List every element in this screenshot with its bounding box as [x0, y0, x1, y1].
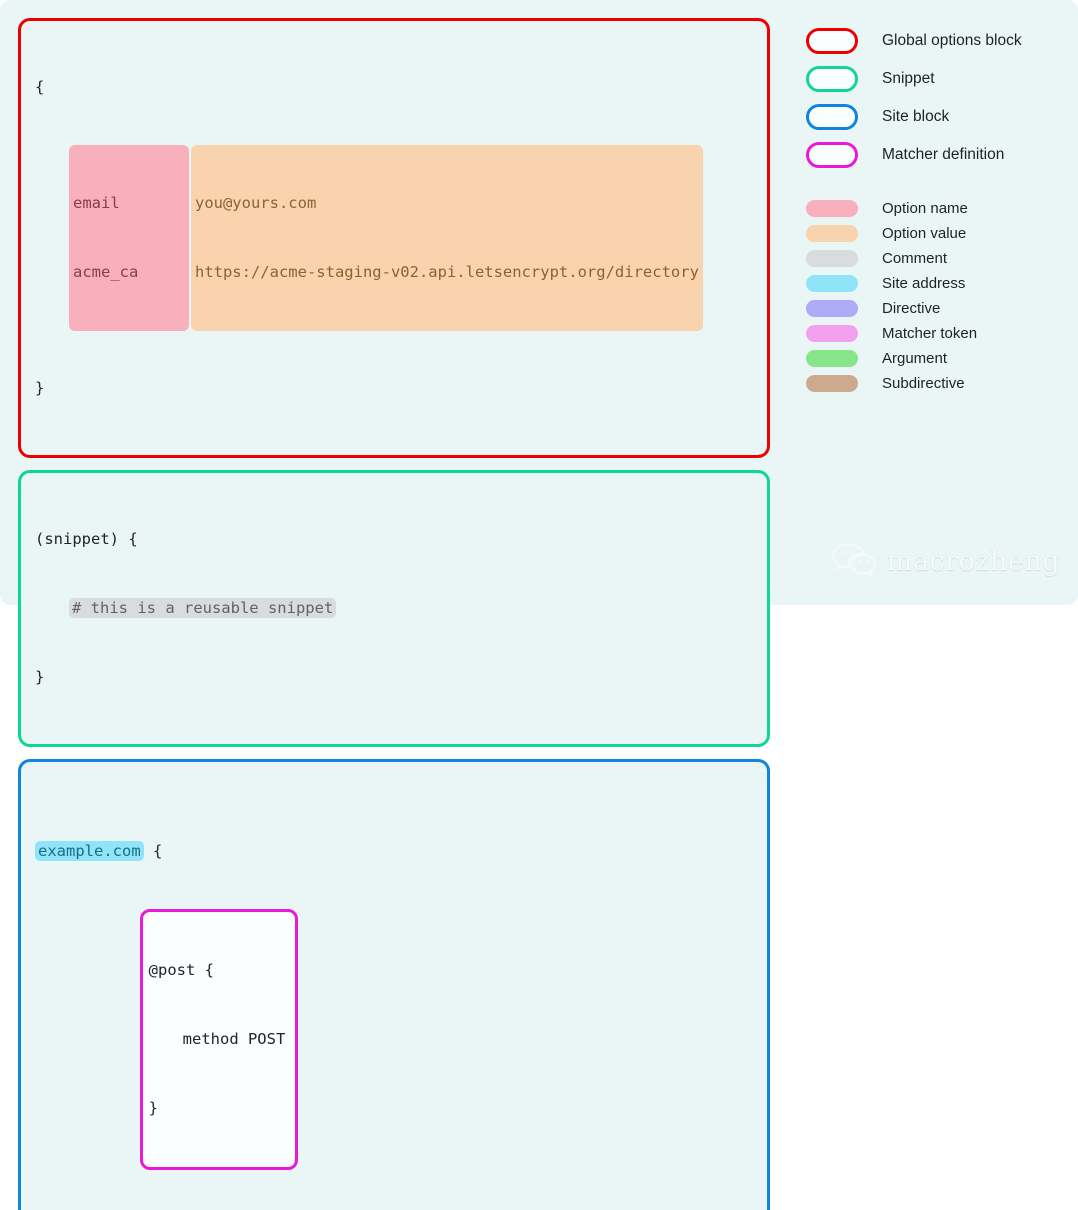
legend-outline-swatch: [806, 142, 858, 168]
global-options-code: { email acme_ca you@yours.com https://ac…: [35, 30, 753, 446]
legend-item-comment: Comment: [806, 246, 1056, 271]
legend-color-swatch: [806, 250, 858, 267]
site-open-brace: {: [153, 842, 163, 860]
legend-item-snippet: Snippet: [806, 60, 1056, 98]
matcher-definition-block: @post { method POST }: [139, 909, 299, 1170]
legend-label: Comment: [882, 250, 948, 267]
legend-outline-swatch: [806, 104, 858, 130]
legend-label: Matcher token: [882, 325, 978, 342]
global-options-block: { email acme_ca you@yours.com https://ac…: [18, 18, 770, 458]
option-name-group: email acme_ca: [69, 145, 189, 331]
global-close-brace: }: [35, 379, 45, 397]
legend-label: Option value: [882, 225, 967, 242]
legend-color-swatch: [806, 200, 858, 217]
legend-item-directive: Directive: [806, 296, 1056, 321]
legend-label: Option name: [882, 200, 968, 217]
legend-outline-swatch: [806, 66, 858, 92]
legend-label: Matcher definition: [882, 146, 1005, 163]
snippet-header: (snippet) {: [35, 530, 138, 548]
option-name: acme_ca: [73, 263, 139, 281]
legend-label: Global options block: [882, 32, 1022, 49]
snippet-comment-line: # this is a reusable snippet: [35, 597, 753, 620]
legend-label: Directive: [882, 300, 941, 317]
legend: Global options block Snippet Site block …: [806, 22, 1056, 396]
matcher-line-3: }: [148, 1099, 158, 1117]
code-column: { email acme_ca you@yours.com https://ac…: [18, 18, 770, 1210]
legend-color-swatch: [806, 375, 858, 392]
legend-outline-group: Global options block Snippet Site block …: [806, 22, 1056, 174]
site-address-token: example.com: [35, 841, 144, 861]
matcher-line-1: @post {: [148, 961, 214, 979]
option-value: https://acme-staging-v02.api.letsencrypt…: [194, 263, 699, 281]
site-header-line: example.com {: [35, 840, 753, 863]
legend-item-subdirective: Subdirective: [806, 371, 1056, 396]
legend-item-matcher-definition: Matcher definition: [806, 136, 1056, 174]
legend-color-swatch: [806, 225, 858, 242]
snippet-code: (snippet) { # this is a reusable snippet…: [35, 482, 753, 735]
legend-outline-swatch: [806, 28, 858, 54]
legend-color-swatch: [806, 300, 858, 317]
legend-item-option-value: Option value: [806, 221, 1056, 246]
legend-label: Subdirective: [882, 375, 965, 392]
legend-item-option-name: Option name: [806, 196, 1056, 221]
legend-item-site-block: Site block: [806, 98, 1056, 136]
site-block-example-code: example.com { @post { method POST } reve…: [35, 771, 753, 1210]
watermark-text: macrozheng: [886, 546, 1060, 577]
legend-label: Site block: [882, 108, 950, 125]
site-block-example: example.com { @post { method POST } reve…: [18, 759, 770, 1210]
comment-token: # this is a reusable snippet: [69, 598, 337, 618]
option-name: email: [73, 194, 120, 212]
global-open-brace: {: [35, 78, 45, 96]
legend-color-swatch: [806, 350, 858, 367]
legend-item-matcher-token: Matcher token: [806, 321, 1056, 346]
legend-label: Site address: [882, 275, 966, 292]
watermark: macrozheng: [831, 542, 1060, 581]
legend-item-site-address: Site address: [806, 271, 1056, 296]
legend-color-swatch: [806, 275, 858, 292]
legend-color-swatch: [806, 325, 858, 342]
option-value: you@yours.com: [194, 194, 317, 212]
option-value-group: you@yours.com https://acme-staging-v02.a…: [190, 145, 703, 331]
legend-label: Snippet: [882, 70, 935, 87]
legend-label: Argument: [882, 350, 948, 367]
global-options-rows: email acme_ca you@yours.com https://acme…: [35, 145, 753, 331]
snippet-close-brace: }: [35, 668, 45, 686]
legend-swatch-group: Option name Option value Comment Site ad…: [806, 196, 1056, 396]
legend-item-argument: Argument: [806, 346, 1056, 371]
snippet-block: (snippet) { # this is a reusable snippet…: [18, 470, 770, 747]
legend-item-global-options-block: Global options block: [806, 22, 1056, 60]
wechat-icon: [831, 542, 877, 581]
matcher-line-2: method POST: [182, 1030, 286, 1048]
